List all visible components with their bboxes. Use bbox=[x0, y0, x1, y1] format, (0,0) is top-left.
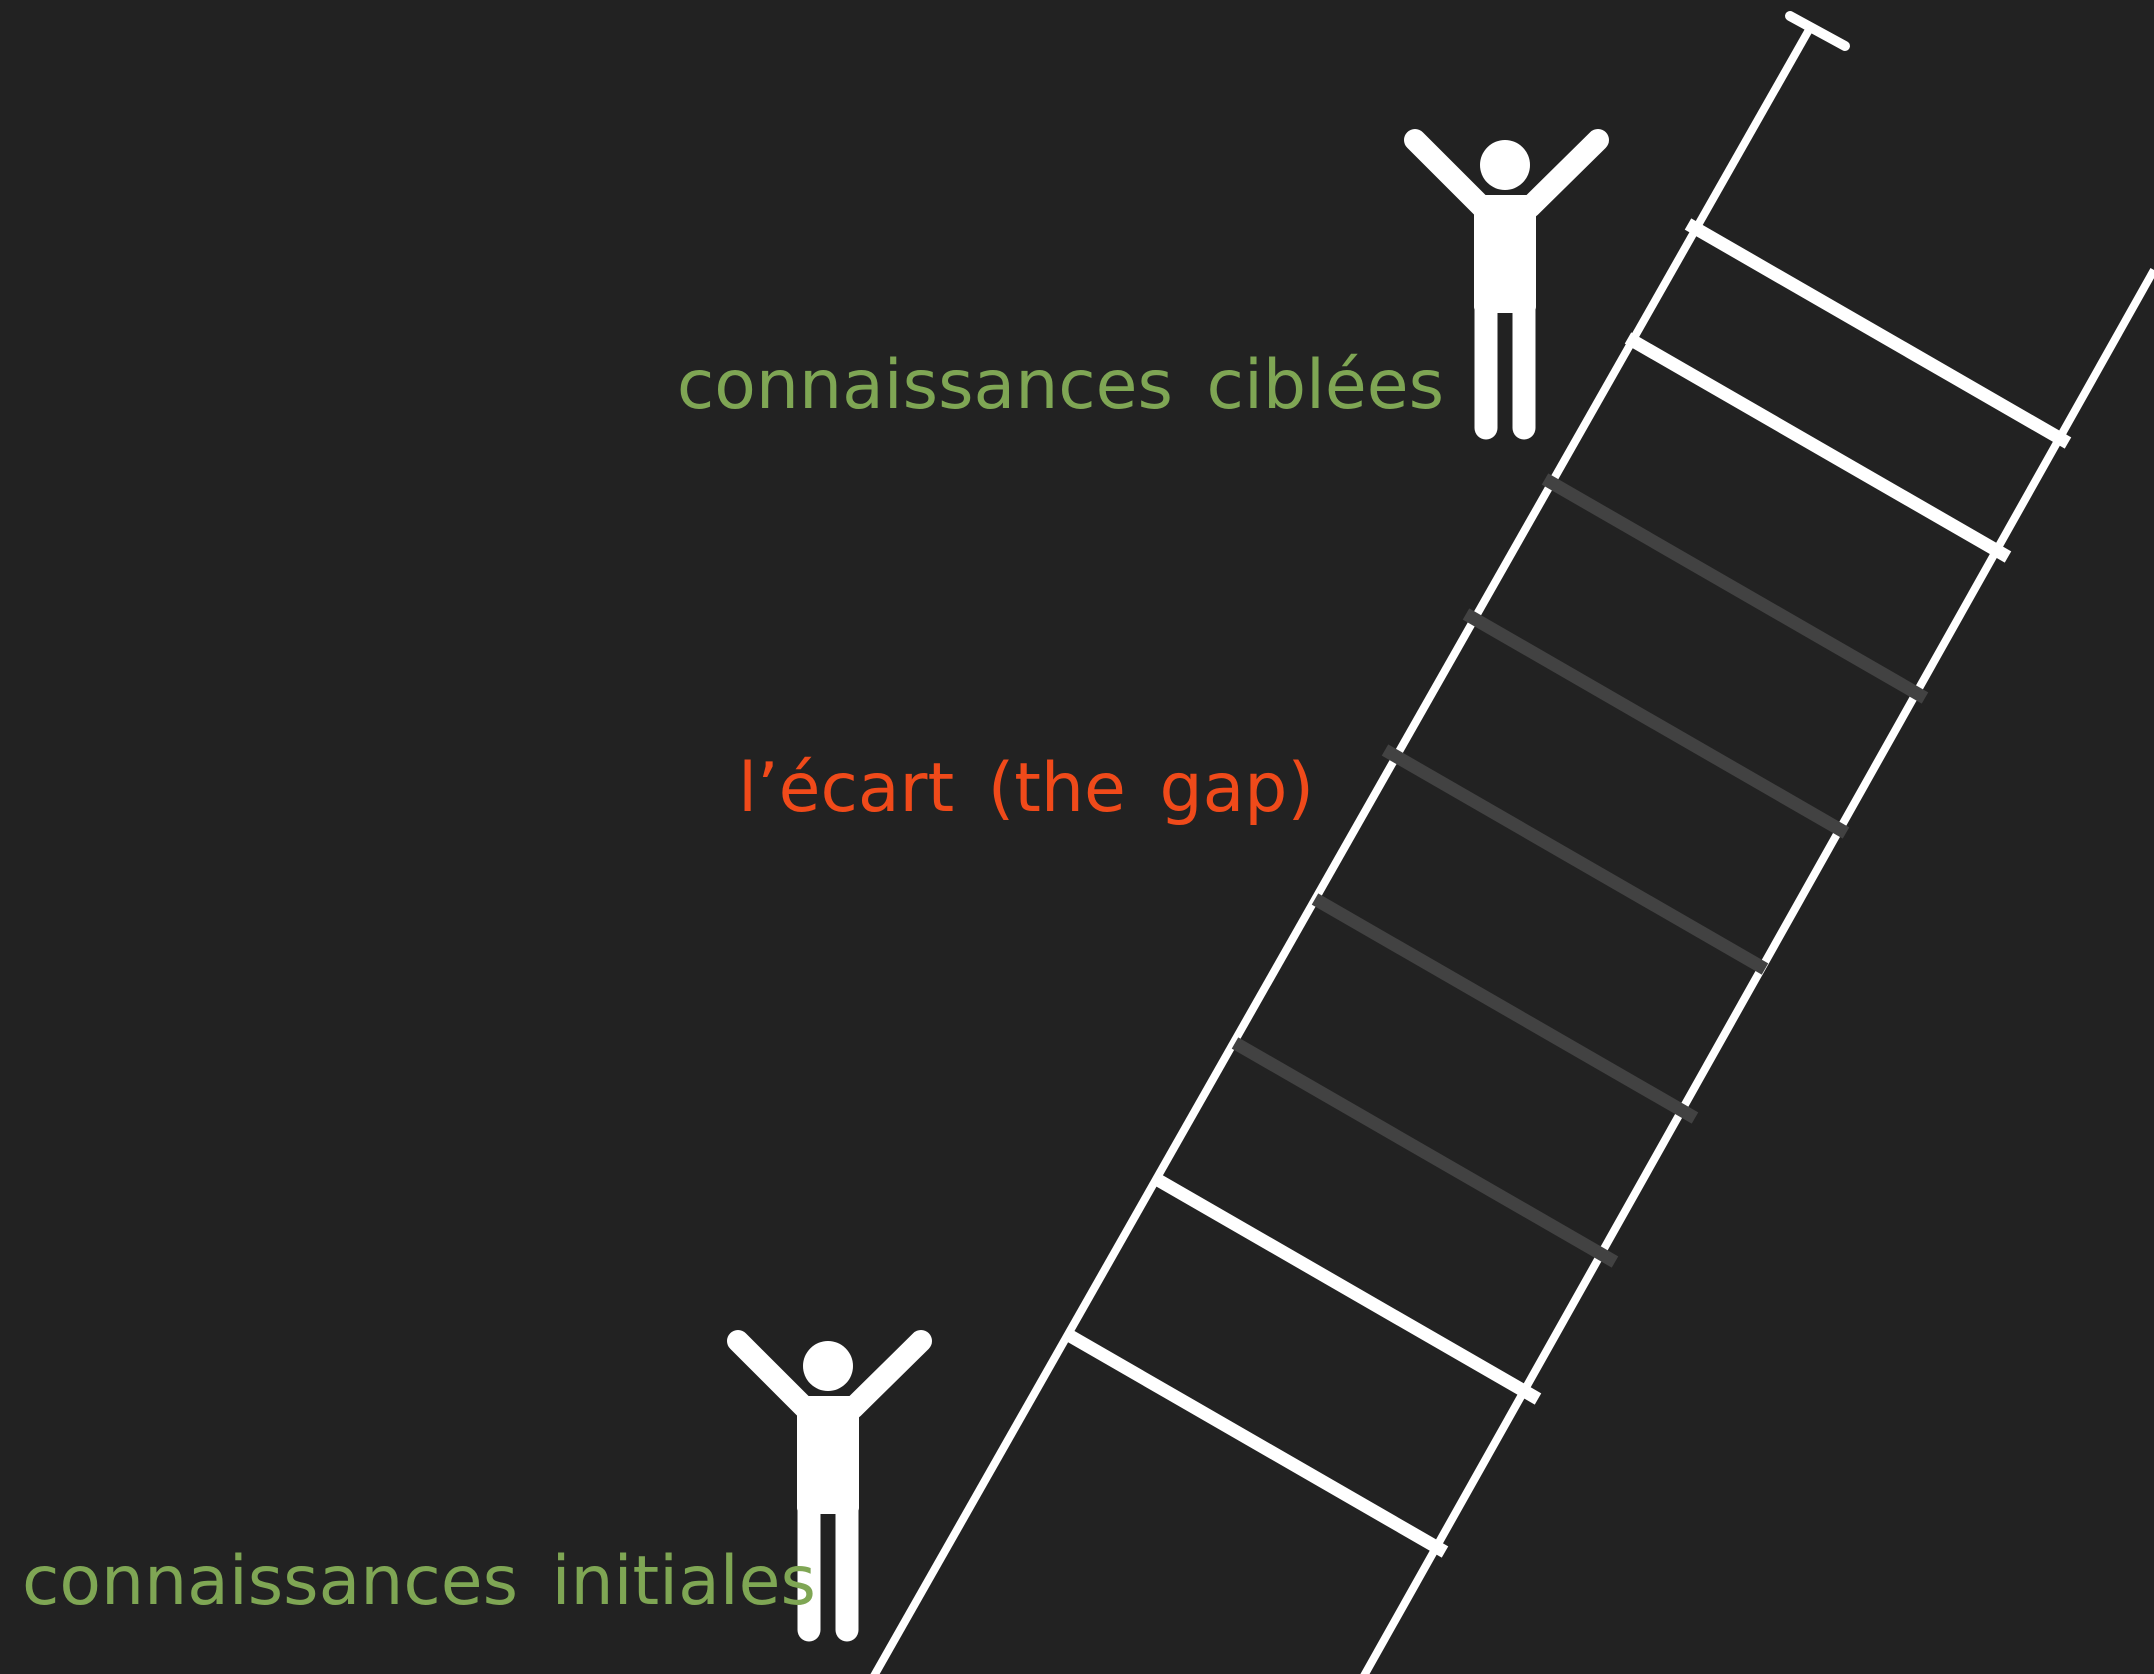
ladder-right-rail bbox=[1356, 270, 2154, 1674]
ladder-left-rail bbox=[866, 28, 1810, 1674]
ladder-rung-present bbox=[1158, 1180, 1538, 1399]
ladder-rung-missing bbox=[1315, 899, 1695, 1118]
ladder-rung-missing bbox=[1385, 750, 1765, 969]
ladder-rung-missing bbox=[1545, 479, 1925, 698]
ladder-rung-missing bbox=[1235, 1043, 1615, 1262]
initial-knowledge-label: connaissances initiales bbox=[22, 1548, 816, 1616]
target-knowledge-label: connaissances ciblées bbox=[677, 352, 1444, 420]
ladder-rung-missing bbox=[1466, 614, 1846, 833]
ladder-rung-present bbox=[1065, 1333, 1445, 1552]
gap-label: l’écart (the gap) bbox=[738, 755, 1314, 823]
